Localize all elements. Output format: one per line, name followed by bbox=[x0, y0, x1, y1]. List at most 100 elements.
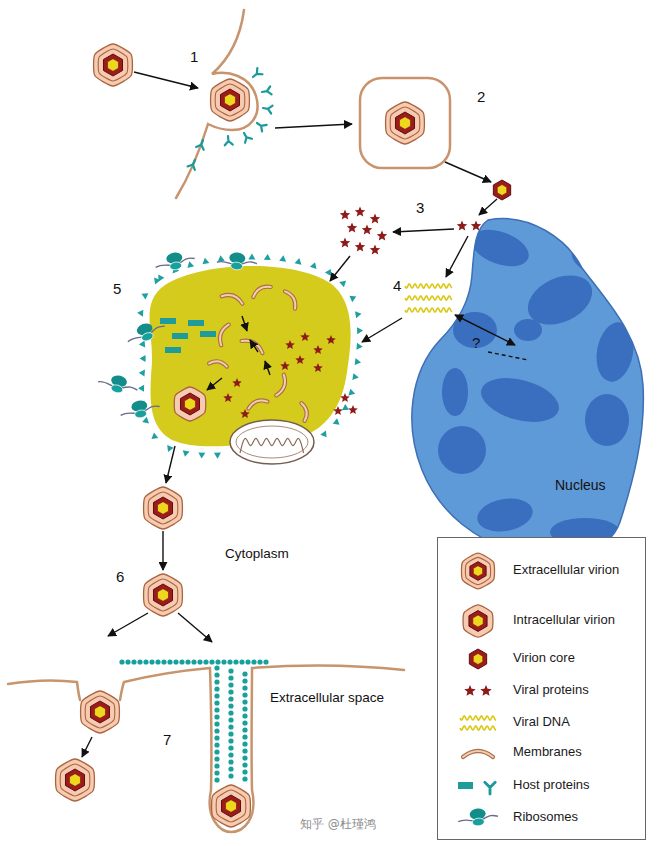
extracellular-virion bbox=[461, 553, 494, 589]
viral-protein bbox=[457, 221, 467, 231]
host-protein bbox=[352, 373, 359, 381]
host-protein bbox=[137, 309, 143, 316]
host-protein bbox=[325, 267, 334, 276]
host-protein bbox=[160, 318, 176, 324]
host-protein bbox=[250, 68, 262, 80]
legend-text: Extracellular virion bbox=[513, 563, 619, 578]
callout-number: 6 bbox=[116, 568, 124, 585]
host-protein bbox=[295, 257, 303, 264]
ribosome bbox=[216, 251, 257, 272]
process-arrow bbox=[178, 613, 212, 642]
legend-icon bbox=[438, 639, 513, 679]
viral-dna bbox=[460, 716, 496, 720]
viral-protein bbox=[347, 223, 357, 233]
legend-item: Host proteins bbox=[438, 766, 645, 806]
ribosome bbox=[124, 317, 168, 347]
membrane-fragment bbox=[251, 284, 270, 297]
region-label: Cytoplasm bbox=[225, 546, 289, 562]
viral-dna bbox=[405, 296, 452, 300]
legend-icon bbox=[438, 766, 513, 806]
watermark: 知乎 @杜瑾鸿 bbox=[300, 818, 376, 832]
membrane-fragment bbox=[242, 337, 265, 353]
legend-icon bbox=[438, 798, 513, 838]
legend-icon bbox=[438, 671, 513, 711]
ribosome bbox=[457, 807, 498, 828]
legend-item: Viral proteins bbox=[438, 671, 645, 711]
intracellular-virion bbox=[174, 387, 205, 421]
membrane-fragment bbox=[247, 398, 267, 409]
process-arrow bbox=[242, 316, 247, 331]
callout-number: 7 bbox=[163, 731, 171, 748]
membrane-fragment bbox=[463, 751, 493, 757]
legend-text: Membranes bbox=[513, 745, 582, 760]
viral-protein bbox=[370, 214, 380, 224]
host-protein bbox=[264, 254, 271, 260]
membrane-fragment bbox=[276, 375, 288, 397]
viral-protein bbox=[480, 685, 491, 696]
process-arrow bbox=[162, 531, 163, 570]
process-arrow bbox=[488, 352, 528, 360]
extracellular-virion bbox=[212, 785, 251, 827]
host-protein bbox=[356, 343, 363, 350]
node-label: Nucleus bbox=[555, 477, 606, 493]
viral-protein bbox=[355, 207, 365, 217]
process-arrow bbox=[362, 318, 402, 342]
host-protein bbox=[139, 369, 145, 376]
host-protein bbox=[196, 139, 207, 150]
host-protein bbox=[339, 278, 348, 287]
host-protein bbox=[138, 385, 144, 392]
legend-text: Virion core bbox=[513, 651, 575, 666]
process-arrow bbox=[134, 72, 198, 88]
region-label: Extracellular space bbox=[270, 690, 384, 706]
core-virion bbox=[493, 180, 510, 200]
host-protein bbox=[201, 257, 209, 264]
legend-icon bbox=[438, 733, 513, 773]
host-protein bbox=[279, 255, 287, 262]
host-protein bbox=[349, 293, 357, 302]
membrane-fragment bbox=[301, 403, 308, 421]
cell-membrane bbox=[8, 680, 80, 700]
process-arrow bbox=[82, 737, 92, 757]
extracellular-virion bbox=[211, 79, 250, 121]
viral-dna bbox=[405, 284, 452, 288]
host-protein bbox=[241, 131, 252, 143]
host-protein bbox=[139, 341, 146, 348]
viral-protein bbox=[362, 225, 372, 235]
viral-factory bbox=[150, 266, 351, 446]
viral-protein bbox=[295, 355, 305, 364]
viral-protein bbox=[348, 405, 358, 414]
legend-icon bbox=[438, 703, 513, 743]
extracellular-virion bbox=[386, 102, 425, 144]
callout-number: 5 bbox=[113, 280, 121, 297]
viral-protein bbox=[340, 393, 350, 402]
viral-protein bbox=[340, 210, 350, 220]
host-protein bbox=[248, 253, 255, 259]
host-protein bbox=[186, 260, 194, 268]
host-protein bbox=[310, 261, 319, 269]
viral-protein bbox=[464, 685, 475, 696]
host-protein bbox=[458, 782, 473, 789]
viral-protein bbox=[240, 409, 250, 418]
legend-icon bbox=[438, 551, 513, 591]
legend-item: Membranes bbox=[438, 733, 645, 773]
legend-text: Ribosomes bbox=[513, 810, 578, 825]
process-arrow bbox=[108, 613, 148, 636]
extracellular-virion bbox=[94, 44, 133, 86]
viral-protein bbox=[285, 340, 295, 349]
viral-dna bbox=[405, 308, 452, 312]
membrane-fragment bbox=[222, 292, 244, 304]
viral-protein bbox=[377, 231, 387, 241]
host-protein bbox=[200, 331, 216, 337]
host-protein bbox=[262, 104, 272, 113]
membrane-fragment bbox=[217, 323, 229, 345]
host-protein bbox=[320, 430, 329, 439]
viral-protein bbox=[355, 242, 365, 252]
legend-item: Viral DNA bbox=[438, 703, 645, 743]
host-protein bbox=[355, 358, 362, 366]
callout-number: 3 bbox=[416, 199, 424, 216]
ribosome bbox=[119, 397, 161, 421]
extracellular-virion bbox=[56, 759, 95, 801]
host-protein bbox=[217, 255, 225, 262]
host-protein bbox=[485, 782, 495, 794]
viral-dna bbox=[460, 726, 496, 730]
